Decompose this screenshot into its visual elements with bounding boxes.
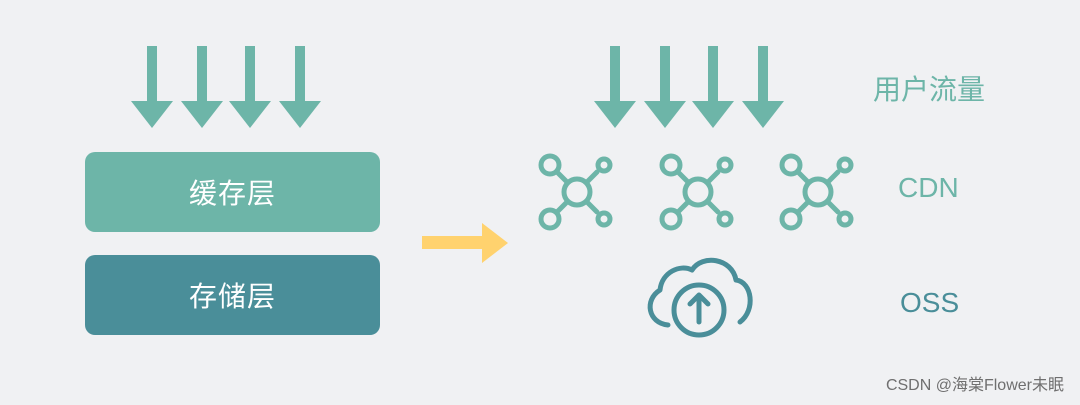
left-traffic-arrows (131, 46, 321, 128)
right-arrow-icon (422, 223, 508, 263)
down-arrow-icon (742, 46, 784, 128)
cdn-node-icon (782, 156, 851, 228)
cdn-label: CDN (898, 172, 959, 203)
storage-layer-label: 存储层 (188, 281, 276, 312)
cdn-node-icon (541, 156, 610, 228)
watermark-text: CSDN @海棠Flower未眠 (885, 377, 1064, 394)
down-arrow-icon (229, 46, 271, 128)
down-arrow-icon (644, 46, 686, 128)
cache-layer-box: 缓存层 (85, 152, 380, 232)
right-traffic-arrows (594, 46, 784, 128)
down-arrow-icon (131, 46, 173, 128)
user-traffic-label: 用户流量 (873, 74, 986, 105)
down-arrow-icon (279, 46, 321, 128)
cache-layer-label: 缓存层 (188, 178, 276, 209)
oss-label: OSS (900, 287, 960, 318)
storage-layer-box: 存储层 (85, 255, 380, 335)
down-arrow-icon (692, 46, 734, 128)
down-arrow-icon (181, 46, 223, 128)
down-arrow-icon (594, 46, 636, 128)
cdn-node-icon (662, 156, 731, 228)
cloud-upload-icon (647, 257, 753, 338)
